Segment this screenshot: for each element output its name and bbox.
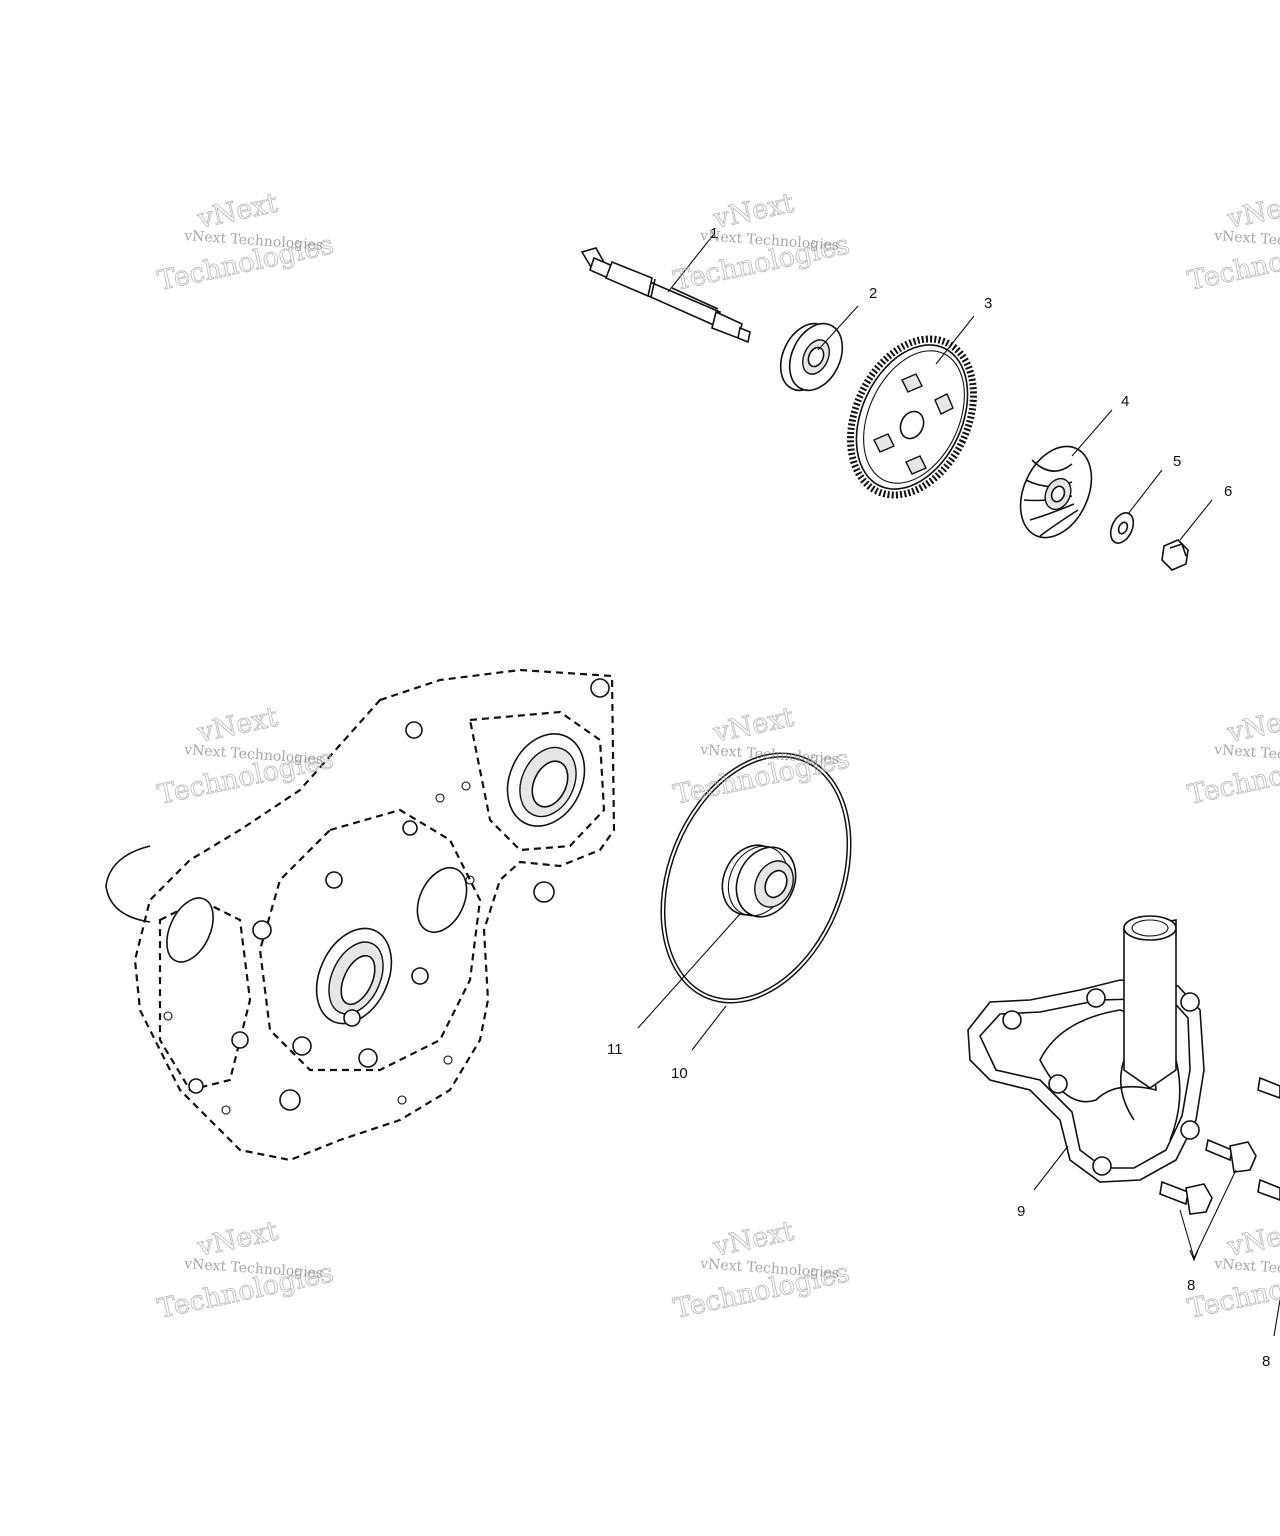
part-bearing [779,322,844,392]
watermark-large-a: vNext [710,1216,797,1263]
leader-lines [637,233,1280,1337]
callout-4: 4 [1121,393,1129,410]
part-engine-case [105,668,616,1162]
callout-3: 3 [984,295,992,312]
watermark-group-1: vNext Technologies vNext Technologies [155,187,337,297]
part-nut [1161,539,1189,571]
callout-2: 2 [869,285,877,302]
watermark-large-a: vNext [1224,702,1280,749]
part-washer [1109,512,1135,544]
callout-1: 1 [710,225,718,242]
watermark-group-4: vNext Technologies vNext Technologies [155,701,337,811]
watermark-group-3: vNext Technologies vNext Technologies [1185,187,1280,297]
callout-numbers: 1 2 3 4 5 6 11 10 9 8 8 [607,225,1270,1370]
callout-11: 11 [607,1041,623,1058]
part-pump-cover [967,915,1205,1183]
watermark-large-a: vNext [194,188,281,235]
watermark-group-8: vNext Technologies vNext Technologies [671,1215,853,1325]
callout-5: 5 [1173,453,1181,470]
watermark-group-6: vNext Technologies vNext Technologies [1185,701,1280,811]
watermark-group-5: vNext Technologies vNext Technologies [671,701,853,811]
watermark-group-7: vNext Technologies vNext Technologies [155,1215,337,1325]
watermark-group-2: vNext Technologies vNext Technologies [671,187,853,297]
callout-9: 9 [1017,1203,1025,1220]
part-shaft [580,247,751,344]
part-o-ring [660,752,852,1004]
callout-6: 6 [1224,483,1232,500]
callout-8a: 8 [1187,1277,1195,1294]
part-seal [721,844,797,918]
watermark-large-a: vNext [1224,1216,1280,1263]
part-impeller [1019,445,1093,539]
watermark-large-a: vNext [710,188,797,235]
part-gear [847,335,977,499]
watermark-large-a: vNext [194,1216,281,1263]
part-bolts [1159,1076,1280,1215]
callout-8b: 8 [1262,1353,1270,1370]
watermark-large-a: vNext [710,702,797,749]
watermark-large-a: vNext [1224,188,1280,235]
watermark-group-9: vNext Technologies vNext Technologies [1185,1215,1280,1325]
watermark-large-a: vNext [194,702,281,749]
callout-10: 10 [671,1065,688,1082]
